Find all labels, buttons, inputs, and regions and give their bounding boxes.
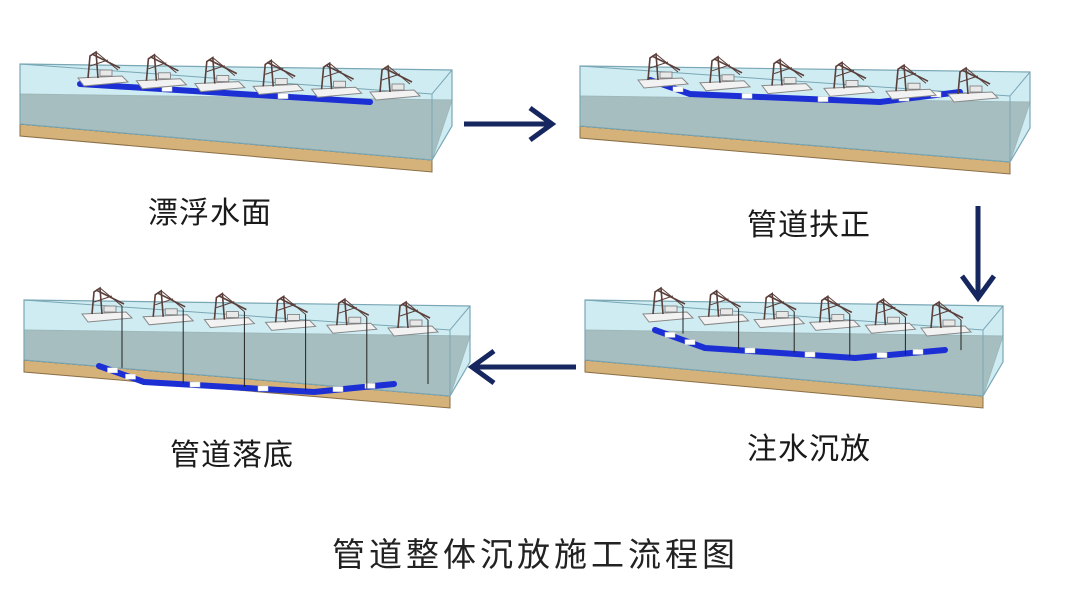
pipe-float (912, 349, 924, 355)
crane-barge-icon (864, 297, 917, 334)
down-arrow-icon (959, 206, 997, 303)
pipeline (96, 363, 397, 395)
pipe-float (804, 351, 816, 358)
stage-label-sinking: 注水沉放 (747, 432, 871, 467)
diagram-title: 管道整体沉放施工流程图 (332, 535, 739, 574)
pipe-float (332, 386, 344, 392)
crane-barge-icon (369, 64, 422, 101)
crane-barge-icon (142, 289, 195, 326)
pipeline (652, 327, 948, 361)
crane-barge-icon (637, 52, 690, 89)
pipe-float (876, 352, 888, 358)
stage-panel-4 (23, 286, 471, 409)
stage-panel-1 (19, 50, 453, 173)
pipe-float (364, 383, 376, 389)
crane-barge-icon (947, 66, 1000, 103)
crane-barge-icon (81, 286, 134, 323)
crane-barge-icon (885, 63, 938, 100)
crane-barge-icon (252, 58, 305, 95)
pipe-float (107, 367, 118, 374)
pipe-float (189, 381, 201, 388)
pipe-float (741, 93, 753, 99)
pipe-float (257, 385, 269, 392)
crane-barge-icon (264, 294, 317, 331)
right-arrow-icon (464, 105, 557, 143)
crane-barge-icon (387, 300, 440, 337)
crane-barge-icon (203, 292, 256, 329)
crane-barge-icon (761, 58, 814, 95)
pipe-float (125, 373, 136, 380)
pipe-float (684, 339, 696, 345)
stage-label-floating: 漂浮水面 (148, 196, 272, 231)
crane-barge-icon (808, 294, 861, 331)
left-arrow-icon (467, 348, 576, 386)
crane-barge-icon (77, 50, 130, 87)
crane-barge-icon (753, 292, 806, 329)
pipe-float (744, 347, 756, 354)
crane-barge-icon (325, 297, 378, 334)
pipe-float (817, 96, 829, 102)
stage-panel-2 (579, 52, 1031, 175)
pipe-float (672, 86, 684, 93)
crane-barge-icon (823, 60, 876, 97)
stage-label-landing: 管道落底 (170, 438, 294, 473)
crane-barge-icon (135, 53, 188, 90)
crane-barge-icon (699, 55, 752, 92)
stage-label-uprighting: 管道扶正 (747, 208, 871, 243)
crane-barge-icon (642, 286, 695, 323)
crane-barge-icon (193, 56, 246, 93)
crane-barge-icon (920, 300, 973, 337)
crane-barge-icon (310, 61, 363, 98)
stage-panel-3 (584, 286, 1004, 409)
pipeline (77, 81, 373, 105)
pipe-float (664, 332, 676, 338)
pipe-float (277, 93, 289, 99)
crane-barge-icon (697, 289, 750, 326)
